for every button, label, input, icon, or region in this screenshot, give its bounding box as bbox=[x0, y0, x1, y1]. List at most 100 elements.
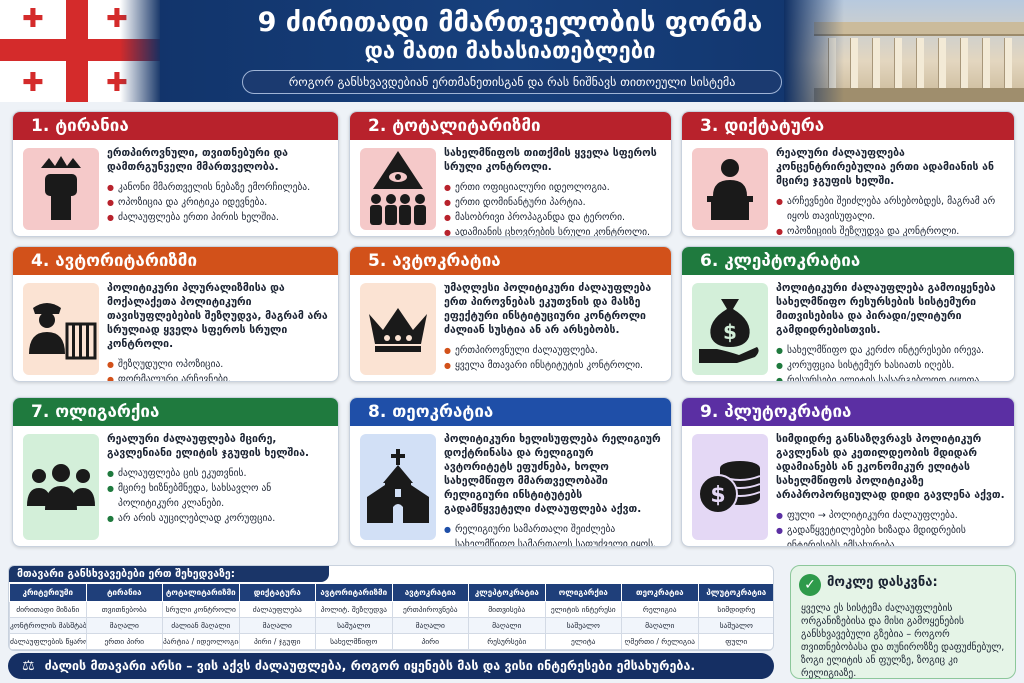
card-bullet-list: კანონი მმართველის ნებაზე ემორჩილება.ოპოზ… bbox=[107, 180, 330, 225]
card-description: სახელმწიფოს თითქმის ყველა სფეროს სრული კ… bbox=[444, 147, 657, 173]
card-bullet-list: შეზღუდული ოპოზიცია.ფორმალური არჩევნები.კ… bbox=[107, 357, 330, 381]
conclusion-box: ✓ მოკლე დასკვნა: ყველა ეს სისტემა ძალაუფ… bbox=[790, 565, 1016, 679]
card-bullet-list: არჩევნები შეიძლება არსებობდეს, მაგრამ არ… bbox=[776, 194, 1006, 236]
table-header-cell: კლეპტოკრატია bbox=[468, 583, 546, 602]
table-cell: ერთპიროვნება bbox=[391, 601, 469, 618]
card-1: 1. ტირანია ერთპიროვნული, თვითნებური და და… bbox=[12, 111, 339, 237]
table-cell: ელიტის ინტერესი bbox=[544, 601, 622, 618]
card-description: პოლიტიკური ძალაუფლება გამოიყენება სახელმ… bbox=[776, 282, 996, 336]
card-description: პოლიტიკური პლურალიზმისა და მოქალაქეთა პო… bbox=[107, 282, 328, 350]
table-header-cell: ტირანია bbox=[85, 583, 163, 602]
card-title: 6. კლეპტოკრატია bbox=[682, 247, 1014, 275]
table-header-cell: პლუტოკრატია bbox=[697, 583, 773, 602]
coins-dollar-icon: $ bbox=[692, 434, 768, 540]
card-bullet: ოპოზიციის შეზღუდვა და კონტროლი. bbox=[776, 224, 1006, 236]
card-bullet: არ არის აუცილებლად კორუფცია. bbox=[107, 511, 330, 526]
table-header-cell: ოლიგარქია bbox=[544, 583, 622, 602]
card-7: 7. ოლიგარქია რეალური ძალაუფლება მცირე, გა… bbox=[12, 397, 339, 547]
table-header-cell: ავტორიტარიზმი bbox=[315, 583, 393, 602]
comparison-title: მთავარი განსხვავებები ერთ შეხედვაზე: bbox=[9, 566, 329, 582]
table-cell: ელიტა bbox=[544, 633, 622, 650]
table-cell: პირი / ჯგუფი bbox=[238, 633, 316, 650]
card-body: სიმდიდრე განსაზღვრავს პოლიტიკურ გავლენას… bbox=[776, 432, 1006, 546]
card-bullet: შეზღუდული ოპოზიცია. bbox=[107, 357, 330, 372]
card-description: რეალური ძალაუფლება მცირე, გავლენიანი ელი… bbox=[107, 433, 310, 459]
table-cell: ღმერთი / რელიგია bbox=[621, 633, 699, 650]
card-6: 6. კლეპტოკრატია $ პოლიტიკური ძალაუფლება გა… bbox=[681, 246, 1015, 382]
card-title: 5. ავტოკრატია bbox=[350, 247, 671, 275]
card-8: 8. თეოკრატია პოლიტიკური ხელისუფლება რელიგ… bbox=[349, 397, 672, 547]
card-body: რეალური ძალაუფლება კონცენტრირებულია ერთი… bbox=[776, 146, 1006, 236]
card-bullet: კანონი მმართველის ნებაზე ემორჩილება. bbox=[107, 180, 330, 195]
card-bullet-list: სახელმწიფო და კერძო ინტერესები ირევა.კორ… bbox=[776, 343, 1006, 381]
table-cell: ძალაუფლების წყარო bbox=[9, 633, 87, 650]
card-body: სახელმწიფოს თითქმის ყველა სფეროს სრული კ… bbox=[444, 146, 663, 236]
card-9: 9. პლუტოკრატია$სიმდიდრე განსაზღვრავს პოლ… bbox=[681, 397, 1015, 547]
conclusion-text: ყველა ეს სისტემა ძალაუფლების ორგანიზების… bbox=[801, 603, 1005, 679]
card-bullet: რესურსები ელიტის სასარგებლოდ იყოფა. bbox=[776, 373, 1006, 381]
table-cell: პარტია / იდეოლოგია bbox=[162, 633, 240, 650]
card-bullet: არჩევნები შეიძლება არსებობდეს, მაგრამ არ… bbox=[776, 194, 1006, 224]
table-header-cell: ავტოკრატია bbox=[391, 583, 469, 602]
card-body: პოლიტიკური პლურალიზმისა და მოქალაქეთა პო… bbox=[107, 281, 330, 381]
leader-podium-icon bbox=[692, 148, 768, 230]
card-description: ერთპიროვნული, თვითნებური და დამთრგუნველი… bbox=[107, 147, 288, 173]
table-cell: რელიგია bbox=[621, 601, 699, 618]
table-cell: სიმდიდრე bbox=[697, 601, 773, 618]
card-body: რეალური ძალაუფლება მცირე, გავლენიანი ელი… bbox=[107, 432, 330, 526]
table-cell: თვითნებობა bbox=[85, 601, 163, 618]
footer-text: ძალის მთავარი არსი – ვის აქვს ძალაუფლება… bbox=[44, 658, 696, 673]
card-bullet: გადაწყვეტილებები ხიზადა მდიდრების ინტერე… bbox=[776, 523, 1006, 546]
footer-banner: ⚖ძალის მთავარი არსი – ვის აქვს ძალაუფლებ… bbox=[8, 653, 774, 679]
conclusion-title: მოკლე დასკვნა: bbox=[827, 575, 938, 590]
table-cell: მითვისება bbox=[468, 601, 546, 618]
card-bullet: ფორმალური არჩევნები. bbox=[107, 372, 330, 381]
check-icon: ✓ bbox=[799, 574, 821, 596]
table-header-cell: დიქტატურა bbox=[238, 583, 316, 602]
table-header-cell: თეოკრატია bbox=[621, 583, 699, 602]
table-cell: ძალაუფლება bbox=[238, 601, 316, 618]
table-cell: მაღალი bbox=[238, 617, 316, 634]
card-title: 7. ოლიგარქია bbox=[13, 398, 338, 426]
table-header-cell: ტოტალიტარიზმი bbox=[162, 583, 240, 602]
table-cell: ერთი პირი bbox=[85, 633, 163, 650]
group-people-icon bbox=[23, 434, 99, 540]
card-bullet: ოპოზიცია და კრიტიკა იდევნება. bbox=[107, 195, 330, 210]
card-bullet: სახელმწიფო და კერძო ინტერესები ირევა. bbox=[776, 343, 1006, 358]
svg-text:$: $ bbox=[723, 320, 737, 344]
money-bag-hand-icon: $ bbox=[692, 283, 768, 375]
card-description: უმაღლესი პოლიტიკური ძალაუფლება ერთ პიროვ… bbox=[444, 282, 652, 336]
card-bullet-list: რელიგიური სამართალი შეიძლება სახელმწიფო … bbox=[444, 522, 663, 546]
card-bullet: ძალაუფლება ცის ეკუთვნის. bbox=[107, 466, 330, 481]
page-subtitle: როგორ განსხვავდებიან ერთმანეთისგან და რა… bbox=[242, 70, 782, 94]
card-description: სიმდიდრე განსაზღვრავს პოლიტიკურ გავლენას… bbox=[776, 433, 1005, 501]
comparison-table: მთავარი განსხვავებები ერთ შეხედვაზე: კრი… bbox=[8, 565, 774, 651]
table-cell: ძირითადი მიზანი bbox=[9, 601, 87, 618]
table-cell: ფული bbox=[697, 633, 773, 650]
card-bullet: ყველა მთავარი ინსტიტუტის კონტროლი. bbox=[444, 358, 663, 373]
table-cell: პოლიტ. შეზღუდვა bbox=[315, 601, 393, 618]
card-bullet-list: ფული → პოლიტიკური ძალაუფლება.გადაწყვეტილ… bbox=[776, 508, 1006, 546]
card-bullet: ერთპიროვნული ძალაუფლება. bbox=[444, 343, 663, 358]
table-cell: მაღალი bbox=[468, 617, 546, 634]
card-bullet-list: ერთპიროვნული ძალაუფლება.ყველა მთავარი ინ… bbox=[444, 343, 663, 373]
table-cell: მაღალი bbox=[621, 617, 699, 634]
card-5: 5. ავტოკრატია უმაღლესი პოლიტიკური ძალაუფლ… bbox=[349, 246, 672, 382]
table-cell: ძალიან მაღალი bbox=[162, 617, 240, 634]
card-title: 8. თეოკრატია bbox=[350, 398, 671, 426]
svg-text:$: $ bbox=[710, 483, 725, 508]
card-body: პოლიტიკური ხელისუფლება რელიგიურ დოქტრინა… bbox=[444, 432, 663, 546]
card-bullet: კორუფცია სისტემურ ხასიათს იღებს. bbox=[776, 358, 1006, 373]
card-bullet: ადამიანის ცხოვრების სრული კონტროლი. bbox=[444, 225, 663, 236]
table-cell: სრული კონტროლი bbox=[162, 601, 240, 618]
card-body: უმაღლესი პოლიტიკური ძალაუფლება ერთ პიროვ… bbox=[444, 281, 663, 373]
card-title: 1. ტირანია bbox=[13, 112, 338, 140]
card-bullet: ერთი დომინანტური პარტია. bbox=[444, 195, 663, 210]
card-title: 4. ავტორიტარიზმი bbox=[13, 247, 338, 275]
georgian-flag-image: ✚ ✚ ✚ ✚ bbox=[0, 0, 160, 102]
church-icon bbox=[360, 434, 436, 540]
